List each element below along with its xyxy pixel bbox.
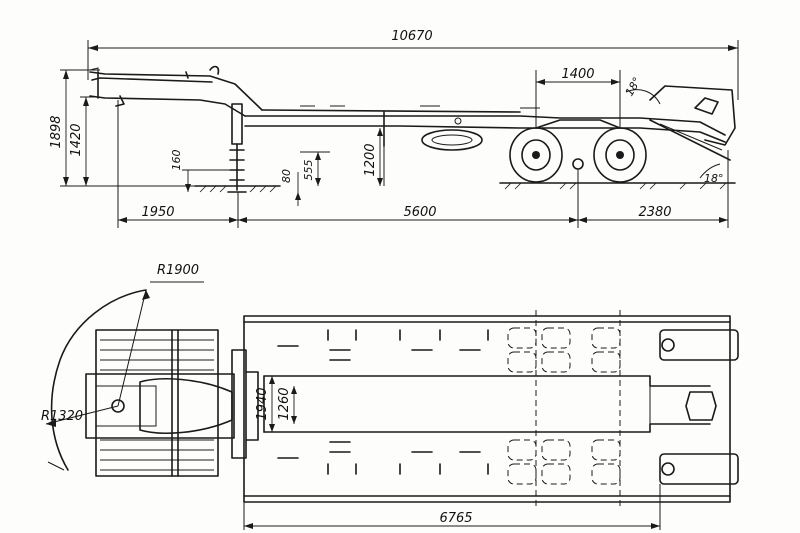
dim-support-clearance: 80 bbox=[280, 169, 293, 183]
dim-overall-height: 1898 bbox=[49, 115, 64, 148]
dim-tail-angle: 18° bbox=[623, 75, 644, 98]
dim-ramp-angle: 18° bbox=[704, 172, 724, 185]
dim-support-lift: 160 bbox=[170, 150, 183, 171]
dim-axle-spacing: 1400 bbox=[561, 67, 594, 82]
dim-front-overhang: 1950 bbox=[141, 205, 174, 220]
dim-turn-radius-outer: R1900 bbox=[157, 263, 199, 278]
top-view: R1900 R1320 bbox=[41, 263, 739, 530]
top-view-wheels bbox=[507, 310, 621, 510]
ground-hatching bbox=[199, 182, 727, 193]
dim-wheelbase: 5600 bbox=[403, 205, 436, 220]
dim-track-gap: 1260 bbox=[277, 387, 292, 420]
dim-rear-overhang: 2380 bbox=[638, 205, 671, 220]
tractor-tracks bbox=[100, 329, 214, 477]
tractor-body bbox=[95, 329, 219, 477]
dim-turn-radius-inner: R1320 bbox=[41, 409, 83, 424]
side-view: 10670 bbox=[49, 29, 739, 228]
dim-gooseneck-height: 1420 bbox=[69, 123, 84, 156]
dim-inner-width: 1940 bbox=[255, 387, 270, 420]
trailer-platform bbox=[243, 315, 731, 503]
dim-platform-length: 6765 bbox=[439, 511, 472, 526]
deck-slots bbox=[277, 329, 489, 475]
dim-overall-length: 10670 bbox=[391, 29, 432, 44]
dim-deck-clearance: 555 bbox=[302, 160, 315, 181]
dim-deck-height: 1200 bbox=[363, 143, 378, 176]
